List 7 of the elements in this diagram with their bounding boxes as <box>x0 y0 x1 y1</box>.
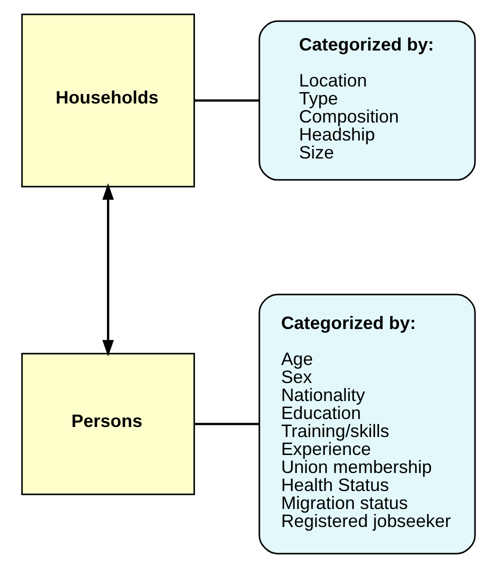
arrow <box>102 183 114 357</box>
node-box: Persons <box>20 352 194 496</box>
node-box: Categorized by: Location Type Composition Headship Size <box>258 20 476 181</box>
connector <box>194 422 259 426</box>
node-box: Households <box>20 14 194 188</box>
connector <box>194 99 259 102</box>
node-box: Categorized by: Age Sex Nationality Education Training/skills Experience Union membership Health Status Migration status Registered jobseeker <box>258 294 476 554</box>
